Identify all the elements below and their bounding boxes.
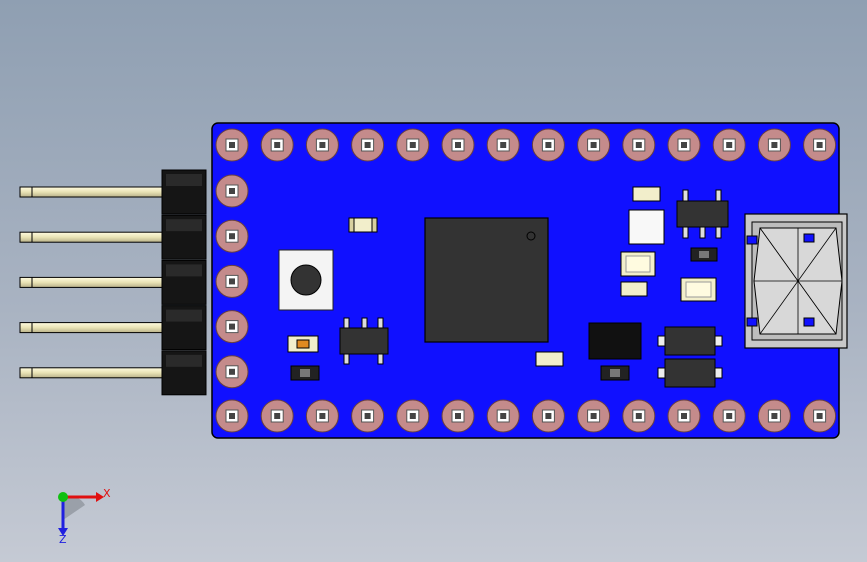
smd-resistor: [690, 247, 718, 262]
header-housing-segment: [161, 169, 207, 215]
pad-top: [803, 128, 837, 162]
header-housing-segment: [161, 259, 207, 305]
diode: [588, 322, 642, 360]
smd-capacitor: [632, 186, 661, 202]
header-pin: [19, 186, 171, 198]
pad-bottom: [305, 399, 339, 433]
pad-left: [215, 264, 249, 298]
pad-bottom: [351, 399, 385, 433]
header-housing: [161, 169, 207, 396]
smd-led: [287, 335, 319, 353]
pad-bottom: [712, 399, 746, 433]
pad-left: [215, 310, 249, 344]
pad-bottom: [486, 399, 520, 433]
pad-bottom: [622, 399, 656, 433]
x-axis-label: X: [103, 487, 111, 500]
usb-connector[interactable]: [744, 213, 848, 349]
header-pin: [19, 367, 171, 379]
pad-top: [757, 128, 791, 162]
header-pins: [19, 186, 171, 379]
pad-bottom: [215, 399, 249, 433]
pad-bottom: [441, 399, 475, 433]
voltage-regulator: [339, 317, 389, 365]
pad-top: [486, 128, 520, 162]
pad-top: [531, 128, 565, 162]
smd-capacitor: [680, 277, 717, 302]
smd-capacitor: [620, 251, 656, 277]
pad-bottom: [577, 399, 611, 433]
pad-top: [441, 128, 475, 162]
header-pin: [19, 276, 171, 288]
pad-top: [305, 128, 339, 162]
z-axis-label: Z: [59, 533, 67, 546]
pad-bottom: [396, 399, 430, 433]
smd-resistor: [290, 365, 320, 381]
smd-resistor: [600, 365, 630, 381]
sot-ic: [676, 189, 729, 239]
smd-capacitor: [348, 217, 378, 233]
reset-button[interactable]: [278, 249, 334, 311]
pad-bottom: [260, 399, 294, 433]
pad-top: [622, 128, 656, 162]
pad-left: [215, 355, 249, 389]
header-housing-segment: [161, 350, 207, 396]
pad-bottom: [531, 399, 565, 433]
header-housing-segment: [161, 305, 207, 351]
pad-bottom: [757, 399, 791, 433]
pad-top: [260, 128, 294, 162]
pad-top: [396, 128, 430, 162]
pad-top: [667, 128, 701, 162]
inductor: [657, 358, 723, 388]
header-pin: [19, 231, 171, 243]
pad-top: [712, 128, 746, 162]
pad-top: [577, 128, 611, 162]
crystal: [628, 209, 665, 245]
pad-row: [215, 128, 837, 433]
coordinate-triad: X Z: [58, 487, 111, 546]
pad-top: [215, 128, 249, 162]
header-pin: [19, 322, 171, 334]
pad-left: [215, 219, 249, 253]
pad-bottom: [803, 399, 837, 433]
smd-capacitor: [620, 281, 648, 297]
mcu-chip[interactable]: [424, 217, 549, 343]
smd-capacitor: [535, 351, 564, 367]
pad-bottom: [667, 399, 701, 433]
pad-top: [351, 128, 385, 162]
header-housing-segment: [161, 214, 207, 260]
pad-left: [215, 174, 249, 208]
inductor: [657, 326, 723, 356]
